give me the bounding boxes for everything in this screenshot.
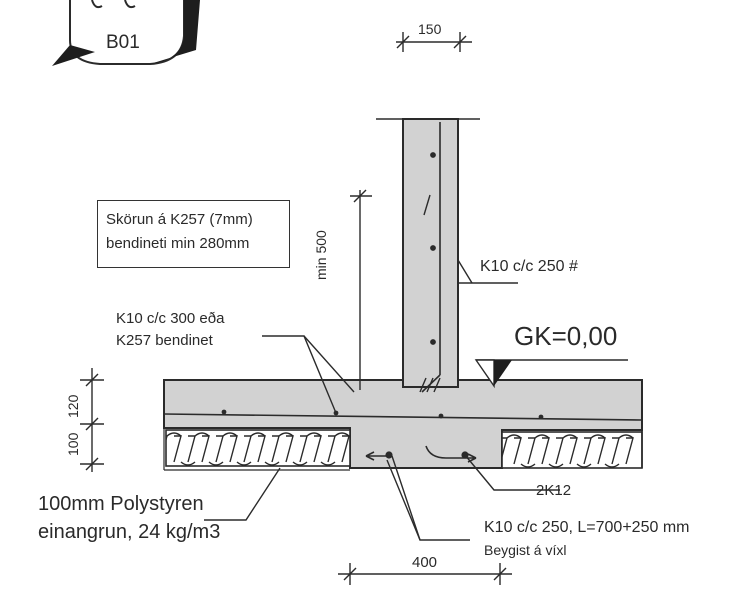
note-box-line-1: Skörun á K257 (7mm) bbox=[106, 211, 253, 228]
ground-level-label: GK=0,00 bbox=[514, 321, 618, 351]
leader-lines bbox=[204, 259, 560, 541]
level-marker bbox=[474, 359, 628, 389]
dim-bottom-width: 400 bbox=[412, 554, 438, 571]
lap-splice-note-box: Skörun á K257 (7mm) bendineti min 280mm bbox=[97, 200, 290, 268]
insulation-label-2: einangrun, 24 kg/m3 bbox=[38, 521, 221, 543]
wall-rebar bbox=[419, 122, 441, 393]
dim-insulation-thickness: 100 bbox=[65, 432, 81, 456]
dim-slab-thickness: 120 bbox=[65, 394, 81, 418]
section-marker bbox=[52, 0, 200, 66]
insulation-right bbox=[501, 431, 643, 469]
bottom-bars-label: 2K12 bbox=[536, 482, 572, 499]
concrete-wall bbox=[402, 118, 459, 388]
insulation-left bbox=[165, 429, 351, 467]
dimension-lines bbox=[80, 32, 512, 585]
dim-top-width: 150 bbox=[418, 21, 442, 37]
slab-mesh-label-1: K10 c/c 300 eða bbox=[116, 310, 225, 327]
note-box-line-2: bendineti min 280mm bbox=[106, 235, 250, 252]
dim-min-height: min 500 bbox=[313, 230, 329, 280]
stirrups-label-1: K10 c/c 250, L=700+250 mm bbox=[484, 519, 690, 536]
slab-mesh-label-2: K257 bendinet bbox=[116, 332, 213, 349]
wall-rebar-label: K10 c/c 250 # bbox=[480, 258, 578, 275]
detail-id-label: B01 bbox=[106, 32, 140, 53]
insulation-label-1: 100mm Polystyren bbox=[38, 493, 204, 515]
stirrups-label-2: Beygist á víxl bbox=[484, 542, 567, 558]
